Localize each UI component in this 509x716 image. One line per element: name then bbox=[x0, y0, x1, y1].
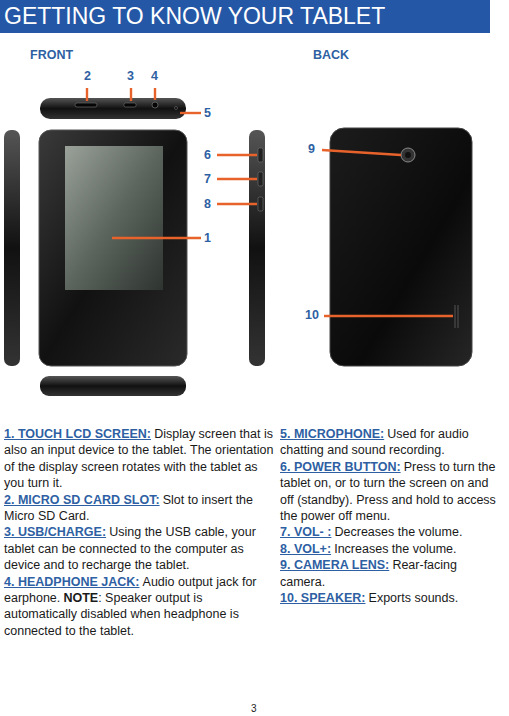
feature-name: 5. MICROPHONE: bbox=[280, 427, 384, 441]
tablet-front bbox=[39, 130, 187, 366]
leader-lines bbox=[87, 88, 453, 316]
leader-line bbox=[112, 237, 201, 239]
speaker-grille bbox=[455, 305, 456, 328]
feature-text: Increases the volume. bbox=[334, 542, 456, 556]
view-label: BACK bbox=[313, 48, 349, 62]
leader-line bbox=[86, 88, 88, 101]
speaker-grille bbox=[458, 305, 459, 328]
callout-number: 4 bbox=[151, 69, 158, 83]
feature-name: 1. TOUCH LCD SCREEN: bbox=[4, 427, 151, 441]
feature-name: 4. HEADPHONE JACK: bbox=[4, 575, 139, 589]
leader-line bbox=[322, 150, 401, 155]
camera-glass bbox=[405, 152, 411, 158]
callout-number: 3 bbox=[127, 69, 134, 83]
callout-number: 2 bbox=[84, 69, 91, 83]
leader-line bbox=[217, 178, 257, 180]
callout-number: 5 bbox=[204, 106, 211, 120]
callout-number: 7 bbox=[204, 172, 211, 186]
usb-port bbox=[124, 103, 136, 107]
feature-text: Decreases the volume. bbox=[335, 525, 463, 539]
feature-description: 6. POWER BUTTON:Press to turn the tablet… bbox=[280, 459, 505, 525]
sd-slot bbox=[75, 103, 97, 107]
callout-number: 1 bbox=[204, 231, 211, 245]
page-title: GETTING TO KNOW YOUR TABLET bbox=[4, 3, 385, 30]
feature-name: 7. VOL- : bbox=[280, 525, 331, 539]
leader-line bbox=[217, 203, 257, 205]
feature-description: 9. CAMERA LENS:Rear-facing camera. bbox=[280, 557, 505, 590]
note-label: NOTE bbox=[63, 591, 98, 605]
description-column: 1. TOUCH LCD SCREEN:Display screen that … bbox=[4, 426, 276, 639]
vol-down bbox=[258, 172, 263, 186]
microphone bbox=[175, 107, 178, 110]
top-edge bbox=[40, 98, 186, 119]
leader-line bbox=[180, 112, 201, 114]
right-side bbox=[249, 130, 265, 366]
left-side bbox=[4, 130, 20, 366]
feature-description: 1. TOUCH LCD SCREEN:Display screen that … bbox=[4, 426, 276, 492]
tablet-back bbox=[330, 128, 472, 366]
feature-name: 8. VOL+: bbox=[280, 542, 331, 556]
feature-description: 3. USB/CHARGE:Using the USB cable, your … bbox=[4, 524, 276, 573]
feature-name: 2. MICRO SD CARD SLOT: bbox=[4, 493, 160, 507]
camera-lens bbox=[401, 148, 415, 162]
feature-description: 5. MICROPHONE:Used for audio chatting an… bbox=[280, 426, 505, 459]
bottom-edge bbox=[40, 376, 186, 396]
feature-description: 8. VOL+:Increases the volume. bbox=[280, 541, 505, 557]
headphone-jack bbox=[152, 102, 158, 108]
callout-number: 8 bbox=[204, 197, 211, 211]
callout-number: 6 bbox=[204, 148, 211, 162]
view-label: FRONT bbox=[30, 48, 73, 62]
feature-description: 7. VOL- : Decreases the volume. bbox=[280, 524, 505, 540]
leader-line bbox=[217, 154, 257, 156]
page-number: 3 bbox=[251, 703, 257, 714]
feature-description: 10. SPEAKER: Exports sounds. bbox=[280, 590, 505, 606]
feature-name: 9. CAMERA LENS: bbox=[280, 558, 389, 572]
lcd-screen bbox=[65, 146, 163, 290]
callout-number: 10 bbox=[305, 308, 319, 322]
callout-number: 9 bbox=[308, 142, 315, 156]
feature-name: 10. SPEAKER: bbox=[280, 591, 365, 605]
description-column: 5. MICROPHONE:Used for audio chatting an… bbox=[280, 426, 505, 606]
power-button bbox=[258, 148, 263, 162]
feature-description: 2. MICRO SD CARD SLOT:Slot to insert the… bbox=[4, 492, 276, 525]
feature-name: 3. USB/CHARGE: bbox=[4, 525, 106, 539]
leader-line bbox=[324, 315, 453, 317]
leader-line bbox=[130, 88, 132, 101]
feature-text: Exports sounds. bbox=[369, 591, 459, 605]
feature-name: 6. POWER BUTTON: bbox=[280, 460, 401, 474]
vol-up bbox=[258, 197, 263, 211]
leader-line bbox=[154, 88, 156, 100]
feature-description: 4. HEADPHONE JACK:Audio output jack for … bbox=[4, 574, 276, 640]
